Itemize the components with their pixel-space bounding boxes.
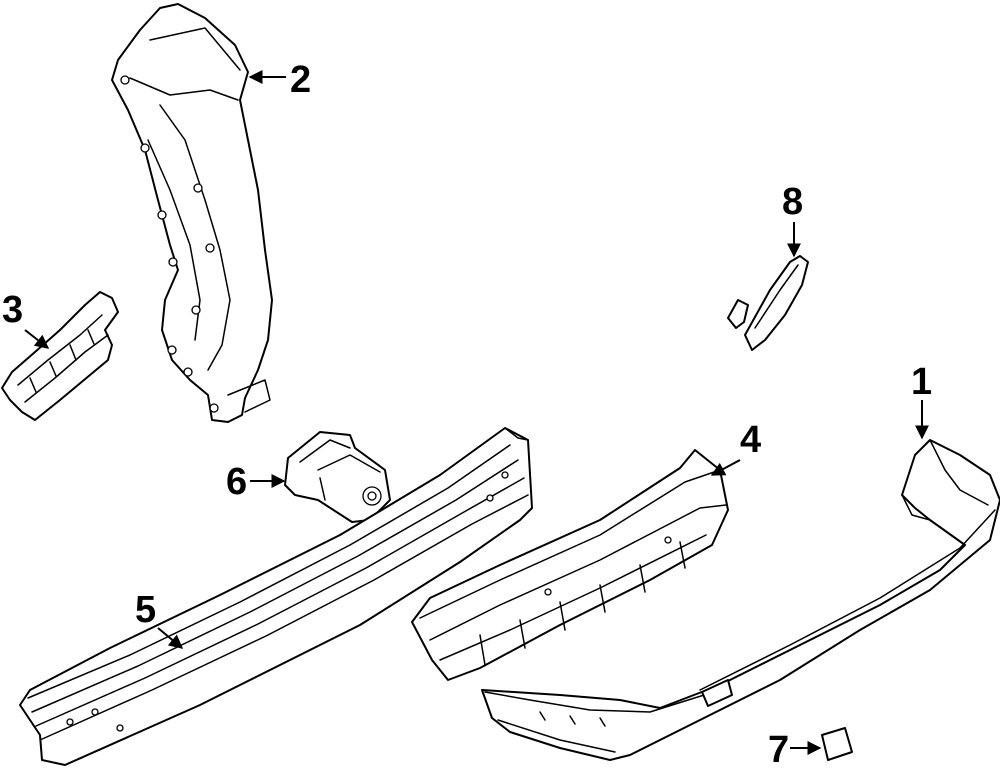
part-7-tow-hook-cover	[821, 727, 853, 761]
part-6-mount	[284, 431, 391, 523]
callout-6: 6	[226, 461, 247, 503]
part-5-reinforcement-beam	[19, 427, 533, 766]
leader-3	[24, 329, 50, 349]
callout-2: 2	[290, 59, 311, 101]
callout-numbers: 2 3 8 1 4 6 5 7	[2, 59, 932, 771]
callout-5: 5	[135, 589, 156, 631]
callout-3: 3	[2, 289, 23, 331]
part-3-bracket	[1, 291, 119, 421]
callout-7: 7	[768, 729, 789, 771]
part-2-quarter-inner-panel	[111, 3, 273, 423]
part-8-reflector	[727, 255, 809, 351]
leader-4	[710, 459, 741, 476]
callout-8: 8	[782, 181, 803, 223]
callout-4: 4	[740, 419, 761, 461]
part-1-bumper-cover	[481, 439, 1000, 761]
callout-1: 1	[911, 361, 932, 403]
leader-lines	[24, 70, 929, 755]
leader-5	[157, 627, 184, 649]
part-4-energy-absorber	[411, 449, 729, 681]
